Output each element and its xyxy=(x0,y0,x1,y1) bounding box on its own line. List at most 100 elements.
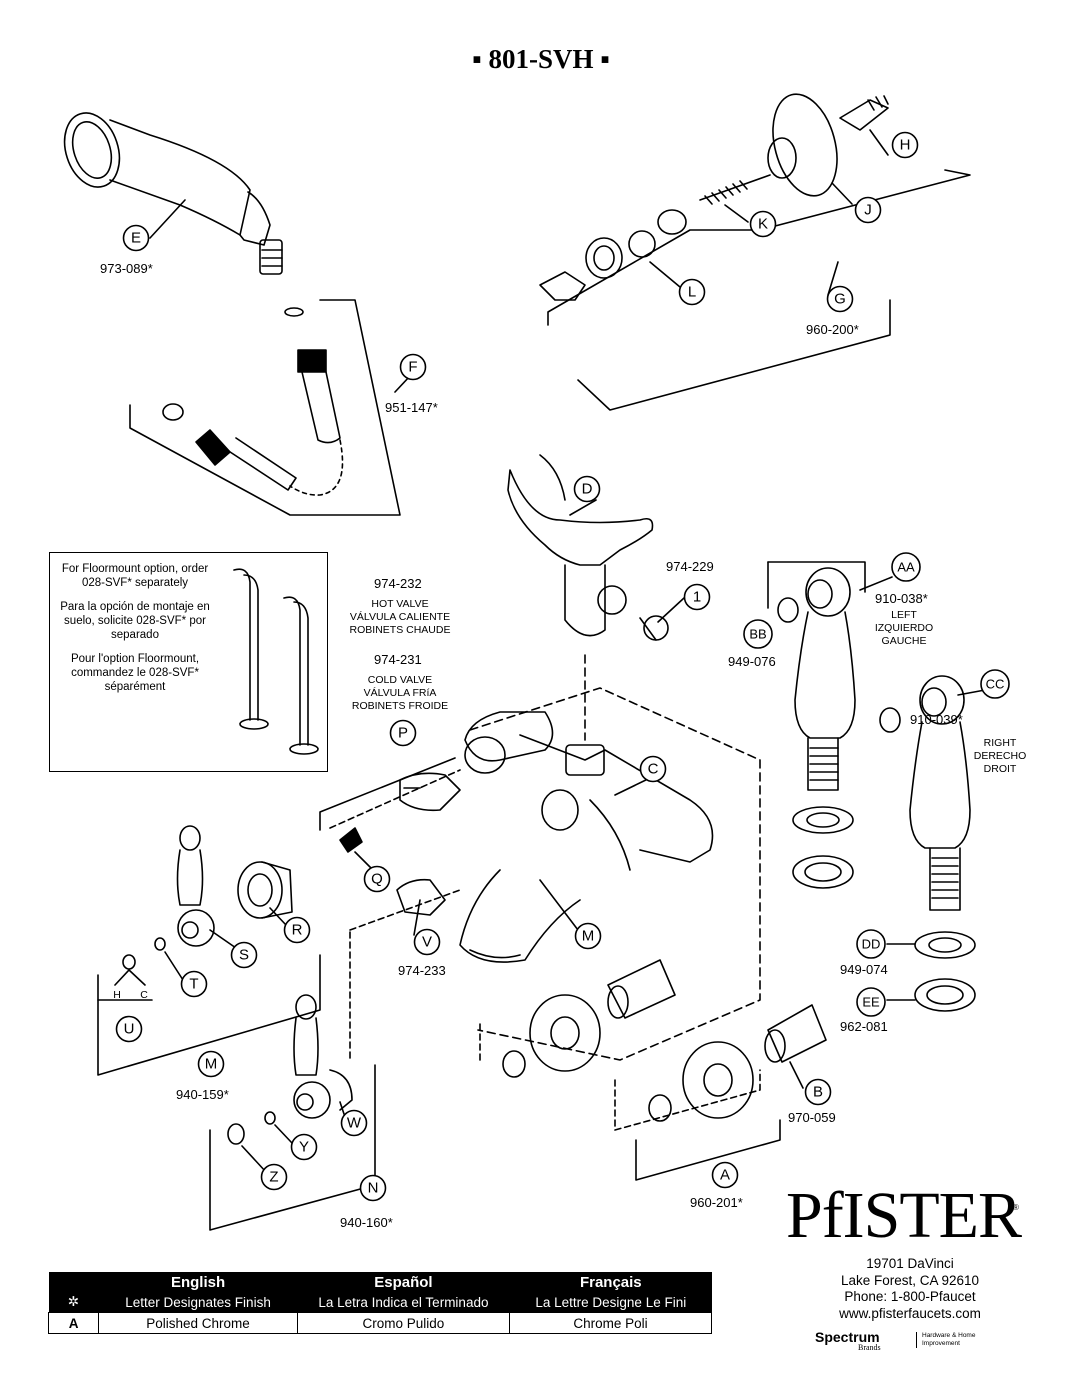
part-number-dd: 949-074 xyxy=(840,962,888,977)
marker-spanish: La Letra Indica el Terminado xyxy=(297,1292,511,1313)
cold-valve-es: VÁLVULA FRíA xyxy=(364,686,437,699)
callout-bb: BB xyxy=(749,627,766,642)
callout-w: W xyxy=(347,1115,362,1132)
company-address: 19701 DaVinci Lake Forest, CA 92610 Phon… xyxy=(790,1256,1030,1322)
page-title: ▪ 801-SVH ▪ xyxy=(0,44,1082,75)
callout-j: J xyxy=(864,202,872,219)
hot-valve-part-number: 974-232 xyxy=(374,576,422,591)
legend-marker-row: ✲ Letter Designates Finish La Letra Indi… xyxy=(48,1292,712,1313)
callout-p: P xyxy=(398,725,408,742)
deck-support-left-drawing xyxy=(767,561,866,889)
phone-line: Phone: 1-800-Pfaucet xyxy=(844,1289,976,1304)
floormount-pipes-drawing xyxy=(233,568,319,755)
part-number-b: 970-059 xyxy=(788,1110,836,1125)
address-line-2: Lake Forest, CA 92610 xyxy=(840,1272,980,1288)
square-bullet-icon: ▪ xyxy=(472,44,482,74)
deck-support-right-drawing xyxy=(879,675,976,1012)
callout-r: R xyxy=(292,922,303,939)
flange-drawing xyxy=(479,959,827,1181)
part-number-aa: 910-038* xyxy=(875,591,928,606)
callout-m-hot: M xyxy=(205,1056,218,1073)
hot-valve-es: VÁLVULA CALIENTE xyxy=(350,610,450,623)
cartridge-drawing xyxy=(319,757,461,1061)
part-number-n: 940-160* xyxy=(340,1215,393,1230)
part-number-m: 940-159* xyxy=(176,1087,229,1102)
finish-legend-table: English Español Français ✲ Letter Design… xyxy=(47,1272,712,1334)
callout-l: L xyxy=(688,284,696,301)
hot-handle-drawing xyxy=(97,825,321,1076)
cradle-drawing xyxy=(507,454,669,641)
callout-cc: CC xyxy=(986,677,1005,692)
note-french: Pour l'option Floormount, commandez le 0… xyxy=(70,653,200,693)
callout-f: F xyxy=(408,359,417,376)
right-label-es: DERECHO xyxy=(974,750,1027,762)
marker-french: La Lettre Designe Le Fini xyxy=(509,1292,712,1313)
hot-valve-fr: ROBINETS CHAUDE xyxy=(350,624,451,636)
legend-header-row: English Español Français xyxy=(48,1272,712,1292)
legend-header-spanish: Español xyxy=(297,1272,511,1292)
callout-h: H xyxy=(900,137,911,154)
left-label-es: IZQUIERDO xyxy=(875,622,933,634)
legend-header-english: English xyxy=(98,1272,298,1292)
left-label-fr: GAUCHE xyxy=(882,635,927,647)
hose-kit-drawing xyxy=(129,299,401,516)
left-label-en: LEFT xyxy=(891,609,917,621)
cold-valve-part-number: 974-231 xyxy=(374,652,422,667)
square-bullet-icon: ▪ xyxy=(600,44,610,74)
finish-code: A xyxy=(47,1312,100,1334)
finish-spanish: Cromo Pulido xyxy=(296,1312,511,1334)
callout-s: S xyxy=(239,947,249,964)
right-label-en: RIGHT xyxy=(984,737,1017,749)
spectrum-sub: Brands xyxy=(858,1343,881,1352)
registered-mark: ® xyxy=(1013,1203,1019,1212)
floormount-note-box xyxy=(49,552,328,772)
callout-a: A xyxy=(720,1167,730,1184)
callout-k: K xyxy=(758,216,768,233)
callout-b: B xyxy=(813,1084,823,1101)
finish-french: Chrome Poli xyxy=(509,1312,712,1334)
callout-e: E xyxy=(131,230,141,247)
callout-u: U xyxy=(124,1021,135,1038)
part-number-v: 974-233 xyxy=(398,963,446,978)
part-number-a: 960-201* xyxy=(690,1195,743,1210)
wall-bracket-drawing xyxy=(539,93,971,411)
division-label: Hardware & Home Improvement xyxy=(916,1332,992,1348)
spectrum-logo: Spectrum xyxy=(815,1329,880,1345)
callout-ee: EE xyxy=(862,995,880,1010)
callout-d: D xyxy=(582,481,593,498)
callout-aa: AA xyxy=(897,560,915,575)
note-english: For Floormount option, order 028-SVF* se… xyxy=(61,563,209,589)
model-number: 801-SVH xyxy=(488,44,594,74)
callout-v: V xyxy=(422,934,432,951)
cold-valve-fr: ROBINETS FROIDE xyxy=(352,700,448,712)
hot-valve-en: HOT VALVE xyxy=(371,598,428,610)
note-spanish: Para la opción de montaje en suelo, soli… xyxy=(60,601,210,641)
callout-c: C xyxy=(648,761,659,778)
floormount-note: For Floormount option, order 028-SVF* se… xyxy=(50,562,220,704)
marker-english: Letter Designates Finish xyxy=(98,1292,298,1313)
cold-valve-en: COLD VALVE xyxy=(368,674,432,686)
website-line: www.pfisterfaucets.com xyxy=(839,1305,981,1321)
finish-english: Polished Chrome xyxy=(98,1312,298,1334)
callout-1: 1 xyxy=(693,589,701,606)
callout-m-spout: M xyxy=(582,928,595,945)
callout-y: Y xyxy=(299,1139,309,1156)
part-number-d: 974-229 xyxy=(666,559,714,574)
hot-mark: H xyxy=(113,989,121,1001)
legend-header-french: Français xyxy=(509,1272,712,1292)
part-number-e: 973-089* xyxy=(100,261,153,276)
part-number-g: 960-200* xyxy=(806,322,859,337)
part-number-bb: 949-076 xyxy=(728,654,776,669)
part-number-ee: 962-081 xyxy=(840,1019,888,1034)
callout-n: N xyxy=(368,1180,379,1197)
part-number-cc: 910-039* xyxy=(910,712,963,727)
part-number-f: 951-147* xyxy=(385,400,438,415)
right-label-fr: DROIT xyxy=(984,763,1017,775)
legend-row: A Polished Chrome Cromo Pulido Chrome Po… xyxy=(47,1312,712,1334)
cold-mark: C xyxy=(140,989,148,1001)
callout-dd: DD xyxy=(862,937,881,952)
valve-body-drawing xyxy=(459,687,761,1061)
cold-handle-drawing xyxy=(209,994,376,1231)
pfister-logo: PfISTER xyxy=(786,1179,1022,1252)
